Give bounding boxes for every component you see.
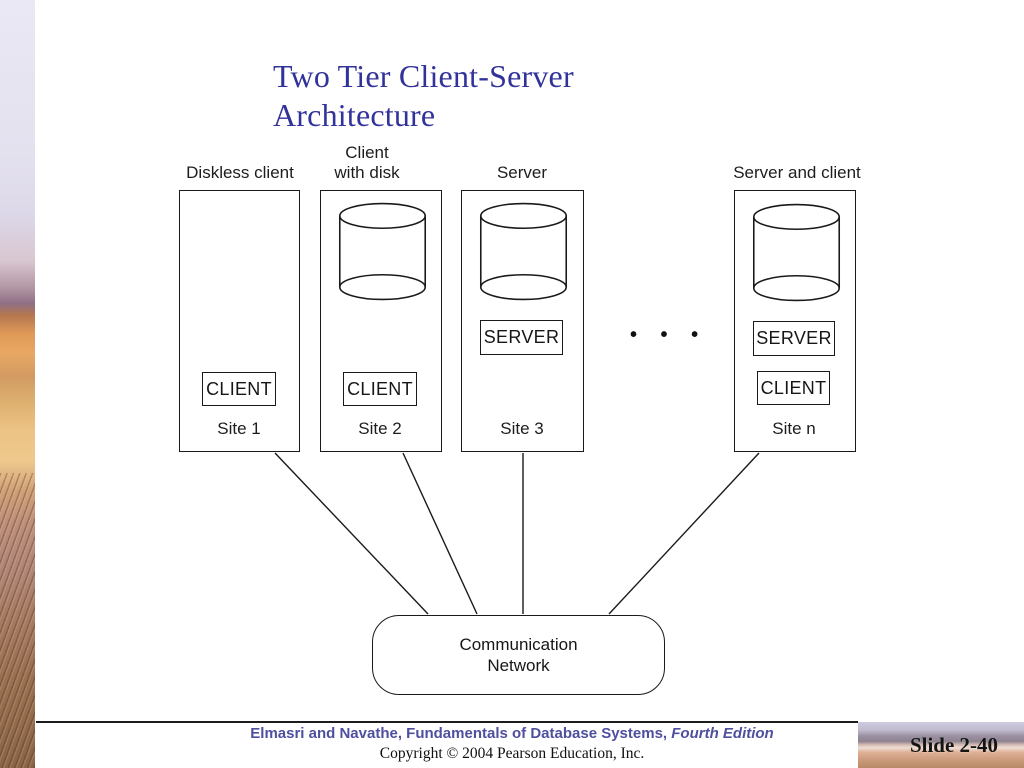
- disk-cylinder-icon: [479, 202, 568, 301]
- communication-network-box: Communication Network: [372, 615, 665, 695]
- server-node-siten: SERVER: [753, 321, 835, 356]
- network-label-line1: Communication: [459, 635, 578, 654]
- slide-title-line2: Architecture: [273, 97, 436, 133]
- slide-title: Two Tier Client-Server Architecture: [273, 57, 574, 135]
- label-server: Server: [496, 163, 548, 182]
- footer-copyright: Copyright © 2004 Pearson Education, Inc.: [379, 745, 645, 762]
- label-diskless-client: Diskless client: [186, 163, 294, 182]
- slide-title-line1: Two Tier Client-Server: [273, 58, 574, 94]
- label-server-and-client: Server and client: [733, 163, 861, 182]
- left-photo-strip: [0, 0, 35, 768]
- slide-number-text: Slide 2-40: [909, 732, 999, 757]
- network-label-line2: Network: [487, 656, 550, 675]
- sand-ripples-texture: [0, 473, 35, 768]
- site-name-2: Site 2: [358, 419, 402, 438]
- client-node-site1: CLIENT: [202, 372, 276, 406]
- site-name-1: Site 1: [217, 419, 261, 438]
- footer-attribution-text: Elmasri and Navathe, Fundamentals of Dat…: [250, 725, 672, 742]
- disk-cylinder-icon: [752, 203, 841, 302]
- footer-divider-line: [36, 721, 858, 723]
- slide-number-badge: Slide 2-40: [858, 722, 1024, 768]
- footer-attribution: Elmasri and Navathe, Fundamentals of Dat…: [0, 725, 1024, 742]
- client-node-siten: CLIENT: [757, 371, 830, 405]
- client-node-site2: CLIENT: [343, 372, 417, 406]
- disk-cylinder-icon: [338, 202, 427, 301]
- label-client-with-disk: Client with disk: [334, 143, 400, 182]
- ellipsis-more-sites: • • •: [630, 324, 708, 346]
- server-node-site3: SERVER: [480, 320, 563, 355]
- site-name-3: Site 3: [500, 419, 544, 438]
- site-box-1: [179, 190, 300, 452]
- footer-attribution-edition: Fourth Edition: [671, 725, 774, 742]
- site-name-n: Site n: [772, 419, 816, 438]
